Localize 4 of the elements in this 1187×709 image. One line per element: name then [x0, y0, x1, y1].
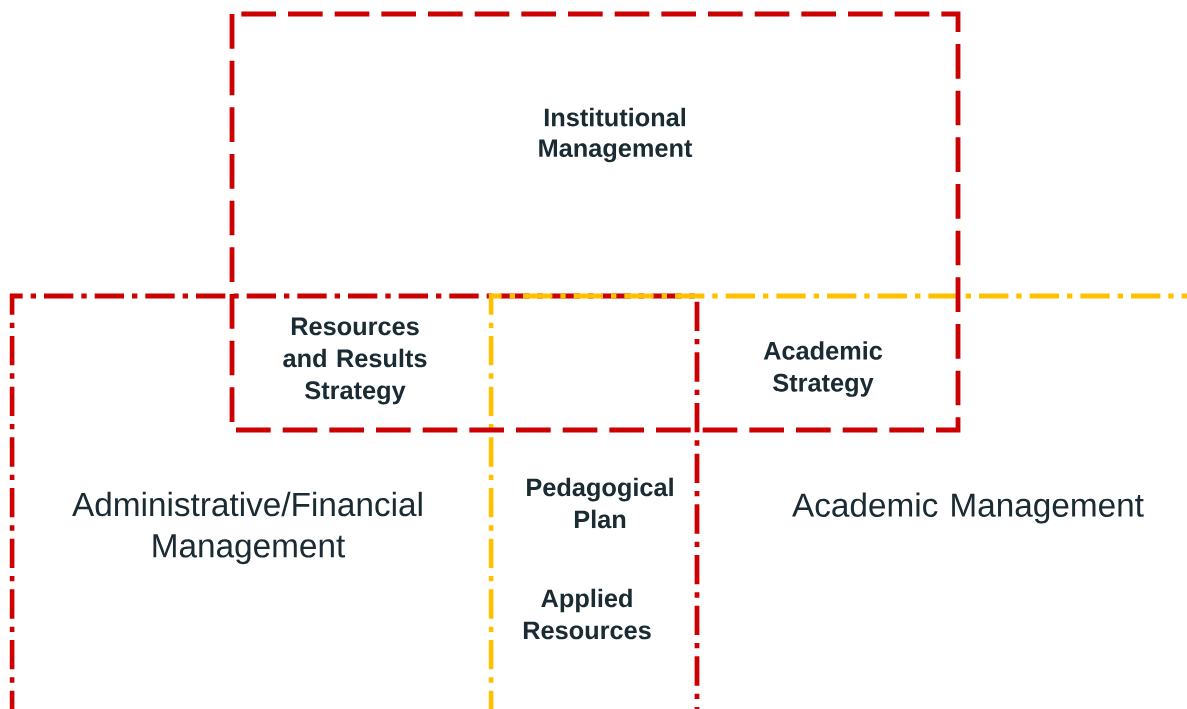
- region-label: Pedagogical Plan: [527, 477, 673, 529]
- region-label: Resources and Results Strategy: [283, 317, 427, 405]
- region-label: Applied Resources: [523, 588, 651, 640]
- region-label: Academic Strategy: [763, 341, 883, 397]
